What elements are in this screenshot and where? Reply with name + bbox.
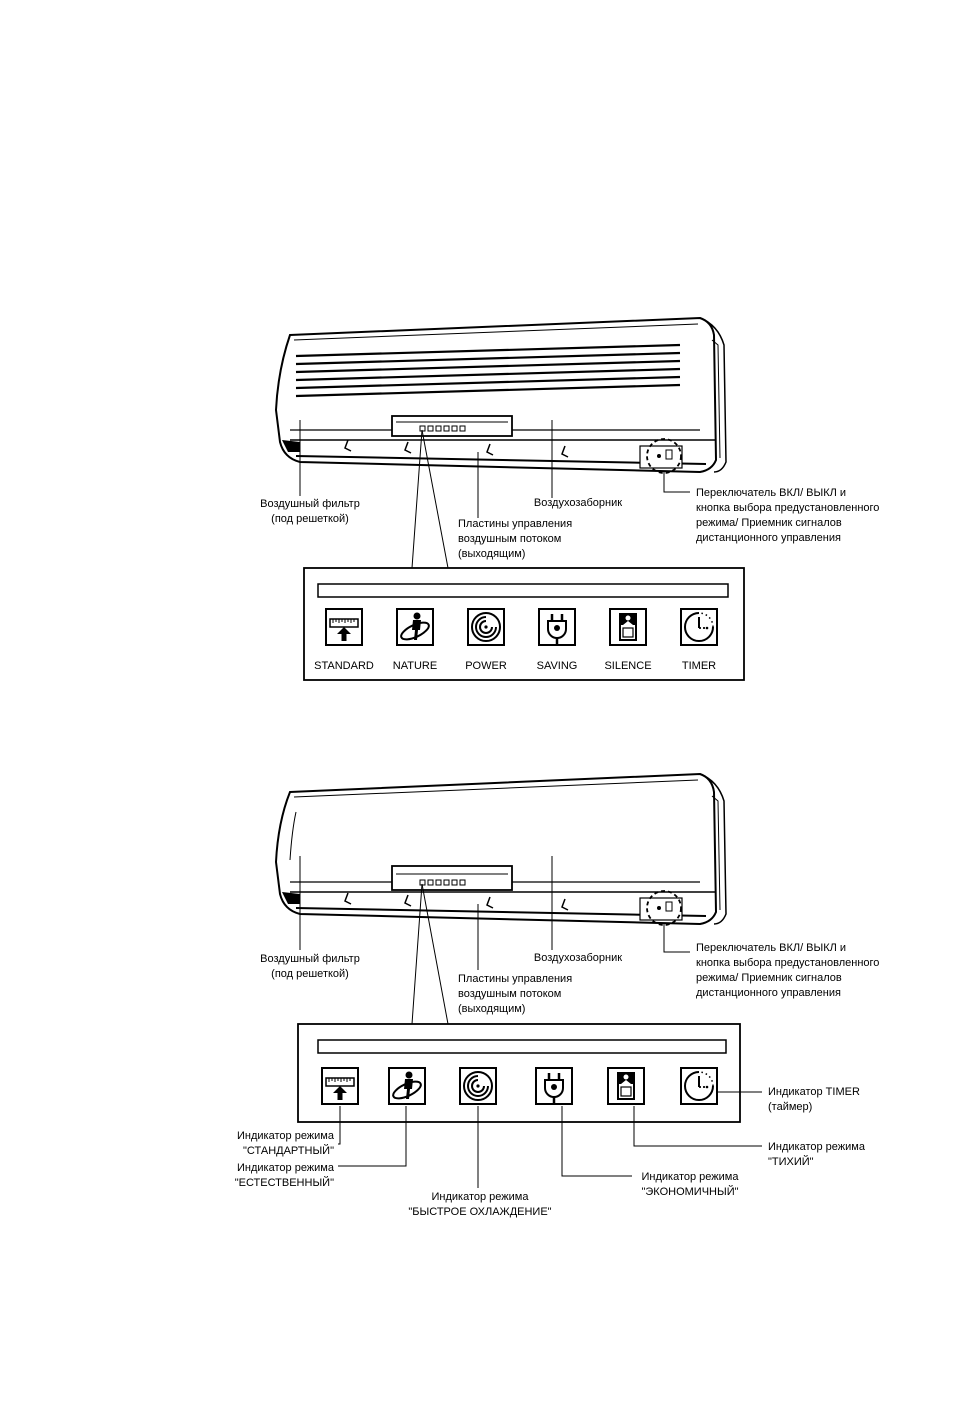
indicator-power-line2: "БЫСТРОЕ ОХЛАЖДЕНИЕ" (408, 1206, 551, 1218)
label-airflow-plates-2-line3: (выходящим) (458, 1003, 525, 1015)
mode-label-standard: STANDARD (314, 660, 374, 672)
switch-receiver-highlight-2 (646, 890, 682, 926)
label-switch-receiver-2-line3: режима/ Приемник сигналов (696, 972, 842, 984)
power-icon (467, 608, 505, 646)
silence-indicator-icon (607, 1067, 645, 1105)
nature-icon (396, 608, 434, 646)
mode-label-nature: NATURE (393, 660, 437, 672)
indicator-standard-line1: Индикатор режима (237, 1130, 335, 1142)
panel-detail-1: STANDARD NATURE POWER SAVING SILENCE TIM… (303, 567, 745, 681)
label-air-intake-2: Воздухозаборник (534, 952, 622, 964)
indicator-power-line1: Индикатор режима (432, 1191, 530, 1203)
label-air-filter-2-line2: (под решеткой) (271, 968, 349, 980)
airflow-plate-hooks-2 (344, 892, 569, 911)
silence-icon (609, 608, 647, 646)
label-switch-receiver-2-line4: дистанционного управления (696, 987, 841, 999)
mode-label-power: POWER (465, 660, 507, 672)
mode-label-timer: TIMER (682, 660, 716, 672)
label-air-filter-1-line2: (под решеткой) (271, 513, 349, 525)
label-switch-receiver-2-line2: кнопка выбора предустановленного (696, 957, 879, 969)
timer-icon (680, 608, 718, 646)
indicator-nature-line1: Индикатор режима (237, 1162, 335, 1174)
switch-receiver-highlight-1 (646, 438, 682, 474)
label-air-filter-1-line1: Воздушный фильтр (260, 498, 360, 510)
display-panel-2 (391, 865, 513, 891)
indicator-timer-line1: Индикатор TIMER (768, 1086, 860, 1098)
standard-indicator-icon (321, 1067, 359, 1105)
label-switch-receiver-2-line1: Переключатель ВКЛ/ ВЫКЛ и (696, 942, 846, 954)
standard-icon (325, 608, 363, 646)
indicator-nature-line2: "ЕСТЕСТВЕННЫЙ" (235, 1176, 334, 1189)
label-switch-receiver-1-line3: режима/ Приемник сигналов (696, 517, 842, 529)
indicator-saving-line2: "ЭКОНОМИЧНЫЙ" (641, 1185, 738, 1198)
front-grille (295, 343, 681, 398)
power-indicator-icon (459, 1067, 497, 1105)
label-airflow-plates-1-line1: Пластины управления (458, 518, 572, 530)
label-switch-receiver-1-line4: дистанционного управления (696, 532, 841, 544)
indicator-silence-line2: "ТИХИЙ" (768, 1155, 814, 1168)
label-airflow-plates-1-line3: (выходящим) (458, 548, 525, 560)
label-airflow-plates-2-line1: Пластины управления (458, 973, 572, 985)
timer-indicator-icon (680, 1067, 718, 1105)
label-airflow-plates-2-line2: воздушным потоком (458, 988, 561, 1000)
label-switch-receiver-1-line2: кнопка выбора предустановленного (696, 502, 879, 514)
saving-icon (537, 607, 577, 647)
airflow-plate-hooks-1 (344, 439, 569, 458)
indicator-saving-line1: Индикатор режима (642, 1171, 740, 1183)
label-air-filter-2-line1: Воздушный фильтр (260, 953, 360, 965)
air-conditioner-unit-1 (274, 316, 727, 474)
air-conditioner-unit-2 (274, 772, 727, 926)
indicator-silence-line1: Индикатор режима (768, 1141, 866, 1153)
panel-detail-2 (297, 1023, 741, 1123)
mode-label-saving: SAVING (537, 660, 578, 672)
indicator-standard-line2: "СТАНДАРТНЫЙ" (243, 1144, 334, 1157)
saving-indicator-icon (534, 1066, 574, 1106)
indicator-timer-line2: (таймер) (768, 1101, 812, 1113)
mode-label-silence: SILENCE (604, 660, 651, 672)
label-air-intake-1: Воздухозаборник (534, 497, 622, 509)
label-switch-receiver-1-line1: Переключатель ВКЛ/ ВЫКЛ и (696, 487, 846, 499)
nature-indicator-icon (388, 1067, 426, 1105)
label-airflow-plates-1-line2: воздушным потоком (458, 533, 561, 545)
